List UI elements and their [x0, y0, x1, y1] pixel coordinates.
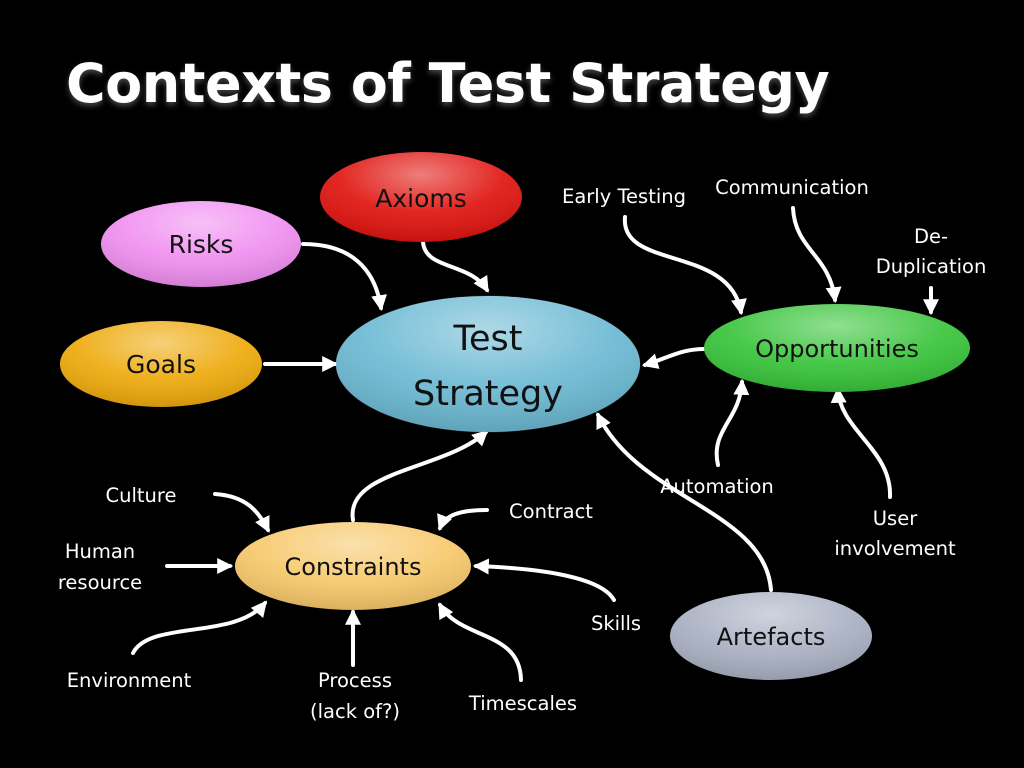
arrow-skills-to-constraints [472, 558, 616, 602]
arrow-culture-to-constraints [213, 492, 270, 533]
labels: Early Testing Communication De- Duplicat… [58, 176, 986, 723]
label-user-involvement-line1: User [873, 507, 918, 530]
arrow-risks-to-strategy [301, 242, 388, 312]
arrow-opportunities-to-strategy [641, 347, 707, 369]
label-process-line2: (lack of?) [310, 700, 400, 723]
label-timescales: Timescales [468, 692, 577, 715]
label-environment: Environment [67, 669, 192, 692]
arrow-constraints-to-strategy [350, 429, 489, 522]
arrow-communication-to-opportunities [791, 206, 842, 304]
label-culture: Culture [106, 484, 177, 507]
label-human-resource-line1: Human [65, 540, 135, 563]
label-skills: Skills [591, 612, 641, 635]
node-axioms: Axioms [320, 152, 522, 242]
arrow-user-involvement-to-opportunities [830, 386, 893, 499]
arrow-contract-to-constraints [437, 508, 489, 531]
label-de-duplication-line1: De- [914, 225, 948, 248]
label-process-line1: Process [318, 669, 392, 692]
label-user-involvement-line2: involvement [834, 537, 956, 560]
node-opportunities: Opportunities [704, 304, 970, 392]
node-artefacts: Artefacts [670, 592, 872, 680]
slide-title: Contexts of Test Strategy [66, 52, 830, 115]
arrow-timescales-to-constraints [438, 602, 523, 682]
node-test-strategy-line2: Strategy [413, 374, 563, 414]
node-test-strategy: Test Strategy [335, 295, 641, 433]
node-constraints-label: Constraints [285, 553, 422, 581]
node-constraints: Constraints [235, 522, 471, 610]
arrow-axioms-to-strategy [421, 240, 489, 293]
node-artefacts-label: Artefacts [717, 623, 826, 651]
label-de-duplication-line2: Duplication [876, 255, 987, 278]
arrow-artefacts-to-strategy [596, 412, 773, 592]
arrow-early-testing-to-opportunities [622, 215, 747, 316]
node-axioms-label: Axioms [375, 184, 467, 213]
label-communication: Communication [715, 176, 869, 199]
label-automation: Automation [660, 475, 774, 498]
label-human-resource-line2: resource [58, 571, 142, 594]
arrows [131, 206, 939, 682]
label-contract: Contract [509, 500, 593, 523]
node-goals-label: Goals [126, 350, 196, 379]
node-risks-label: Risks [169, 230, 234, 259]
arrow-environment-to-constraints [131, 600, 268, 655]
arrow-automation-to-opportunities [714, 378, 750, 467]
node-opportunities-label: Opportunities [755, 335, 919, 363]
node-goals: Goals [60, 321, 262, 407]
node-risks: Risks [101, 201, 301, 287]
label-early-testing: Early Testing [562, 185, 686, 208]
node-test-strategy-line1: Test [453, 319, 523, 359]
